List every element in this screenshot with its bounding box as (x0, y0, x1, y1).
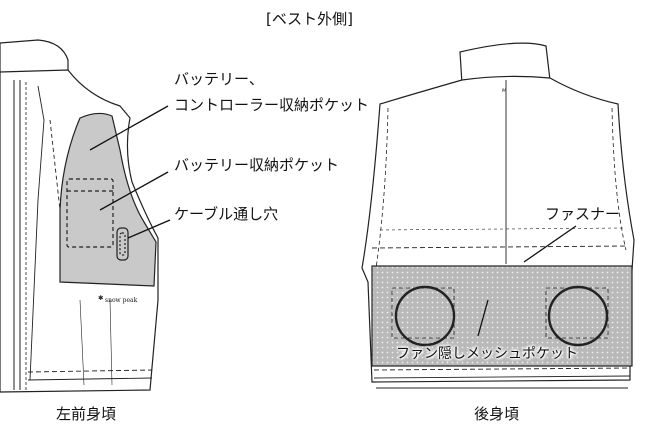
label-fan-mesh-pocket: ファン隠しメッシュポケット (396, 346, 578, 362)
brand-text: snow peak (105, 297, 138, 304)
cable-hole (116, 227, 129, 261)
back-vest (361, 42, 635, 389)
diagram-title: [ベスト外側] (266, 10, 354, 28)
label-fastener: ファスナー (545, 205, 621, 223)
controller-pocket (59, 112, 157, 287)
label-cable-hole: ケーブル通し穴 (174, 205, 279, 223)
label-battery-controller-line1: バッテリー、 (174, 70, 264, 88)
snowpeak-logo: ✱ (98, 294, 104, 302)
logo-mark: ✱ (98, 294, 104, 302)
battery-pocket (66, 178, 114, 248)
fan-left (394, 285, 456, 347)
label-battery-controller-line2: コントローラー収納ポケット (174, 96, 370, 114)
front-vest (0, 39, 159, 393)
back-tag: м (502, 87, 507, 94)
fan-mesh-pocket (371, 265, 633, 367)
caption-front: 左前身頃 (56, 405, 117, 423)
caption-back: 後身頃 (474, 405, 520, 423)
fan-right (547, 285, 609, 347)
leader-lines (89, 105, 577, 337)
label-battery-pocket: バッテリー収納ポケット (174, 156, 340, 174)
